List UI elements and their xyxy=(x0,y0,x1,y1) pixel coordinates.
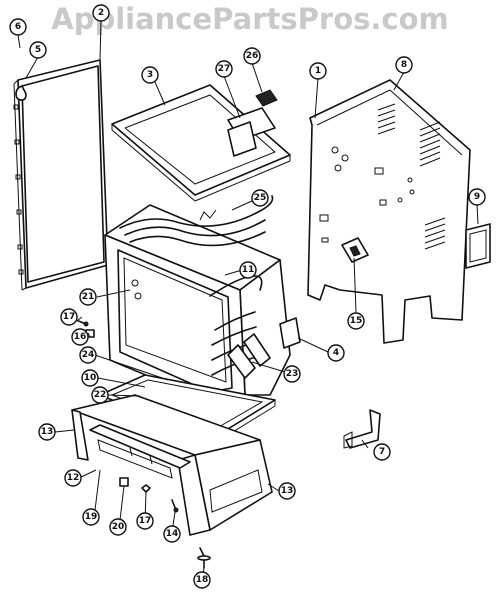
leader-lines xyxy=(17,19,479,581)
side-bracket-part xyxy=(279,317,301,349)
callout-19: 19 xyxy=(82,508,100,526)
callout-label: 10 xyxy=(84,373,97,383)
callout-13: 13 xyxy=(38,423,56,441)
callout-label: 4 xyxy=(333,348,339,358)
base-frame-part xyxy=(71,394,273,536)
callout-label: 27 xyxy=(218,64,231,74)
callout-7: 7 xyxy=(373,443,391,461)
callout-9: 9 xyxy=(468,188,486,206)
rear-panel-part xyxy=(307,79,471,344)
callout-label: 18 xyxy=(196,575,209,585)
callout-label: 14 xyxy=(166,529,179,539)
callout-15: 15 xyxy=(347,312,365,330)
top-panel-part xyxy=(111,84,291,202)
rear-plate-part xyxy=(465,223,491,269)
callout-label: 1 xyxy=(315,66,321,76)
door-hinge-part xyxy=(227,333,271,379)
callout-25: 25 xyxy=(251,189,269,207)
callout-label: 22 xyxy=(94,390,107,400)
callout-label: 21 xyxy=(82,292,95,302)
frame-fastener-part xyxy=(131,279,142,300)
callout-label: 7 xyxy=(379,447,385,457)
top-clip-part xyxy=(255,89,278,107)
callout-label: 26 xyxy=(246,51,259,61)
watermark-text: AppliancePartsPros.com xyxy=(51,2,449,36)
callout-label: 13 xyxy=(281,486,294,496)
callout-20: 20 xyxy=(109,518,127,536)
callout-17: 17 xyxy=(136,512,154,530)
callout-label: 3 xyxy=(147,70,153,80)
callout-label: 9 xyxy=(474,192,480,202)
callout-label: 17 xyxy=(139,516,152,526)
callout-label: 24 xyxy=(82,350,95,360)
callout-label: 13 xyxy=(41,427,54,437)
callout-5: 5 xyxy=(29,41,47,59)
callout-23: 23 xyxy=(283,365,301,383)
callout-label: 8 xyxy=(401,60,407,70)
callout-label: 5 xyxy=(35,45,41,55)
leveling-bracket-part xyxy=(343,409,381,449)
callout-21: 21 xyxy=(79,288,97,306)
callout-18: 18 xyxy=(193,571,211,589)
callout-label: 16 xyxy=(74,332,87,342)
callout-label: 6 xyxy=(15,22,21,32)
callout-label: 15 xyxy=(350,316,363,326)
callout-4: 4 xyxy=(327,344,345,362)
hardware-part xyxy=(119,477,211,569)
callout-label: 17 xyxy=(63,312,76,322)
callout-label: 25 xyxy=(254,193,267,203)
callout-3: 3 xyxy=(141,66,159,84)
callout-26: 26 xyxy=(243,47,261,65)
callout-22: 22 xyxy=(91,386,109,404)
callout-8: 8 xyxy=(395,56,413,74)
panel-clip-part xyxy=(15,85,27,101)
callout-2: 2 xyxy=(92,4,110,22)
callout-label: 11 xyxy=(242,265,255,275)
callout-16: 16 xyxy=(71,328,89,346)
callout-6: 6 xyxy=(9,18,27,36)
callout-12: 12 xyxy=(64,469,82,487)
callout-17: 17 xyxy=(60,308,78,326)
callout-11: 11 xyxy=(239,261,257,279)
callout-24: 24 xyxy=(79,346,97,364)
callout-14: 14 xyxy=(163,525,181,543)
callout-label: 19 xyxy=(85,512,98,522)
callout-label: 20 xyxy=(112,522,125,532)
callout-label: 23 xyxy=(286,369,299,379)
side-panel-part xyxy=(13,59,109,291)
callout-27: 27 xyxy=(215,60,233,78)
callout-label: 12 xyxy=(67,473,80,483)
callout-label: 2 xyxy=(98,8,104,18)
callout-10: 10 xyxy=(81,369,99,387)
callout-13: 13 xyxy=(278,482,296,500)
callout-1: 1 xyxy=(309,62,327,80)
wiring-harness-part xyxy=(119,195,274,247)
